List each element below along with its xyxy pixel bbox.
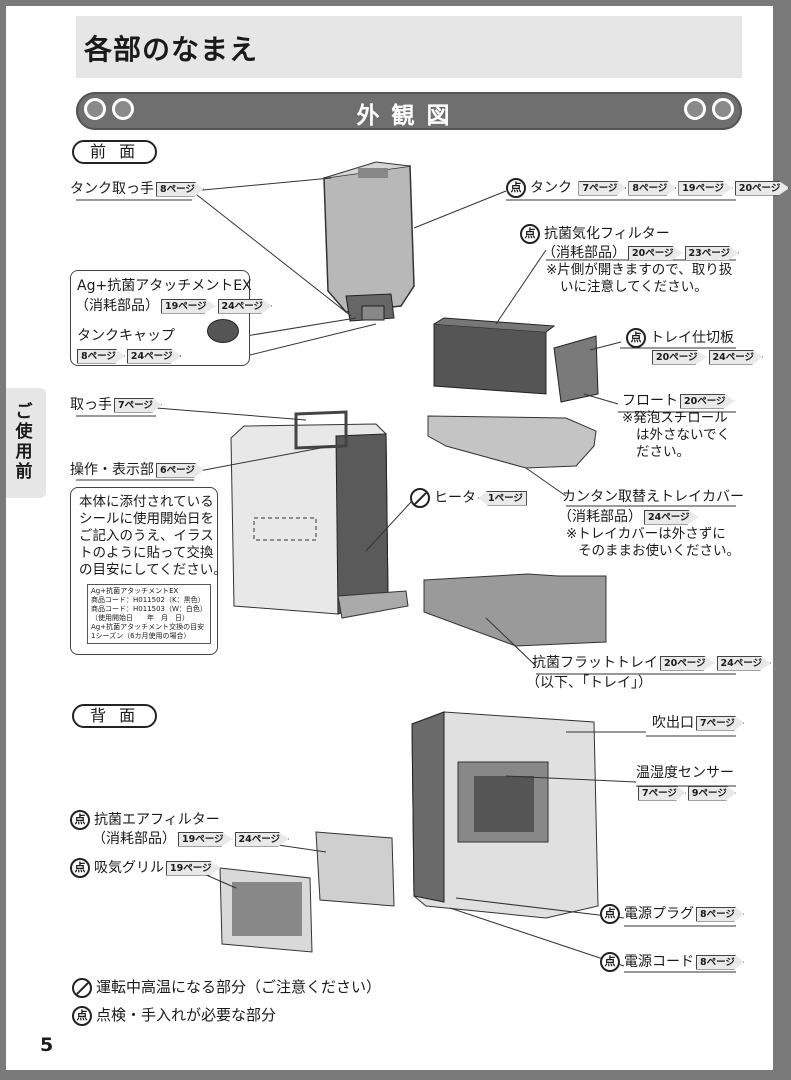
sticker-sample: Ag+抗菌アタッチメントEX 商品コード：H011502（K：黒色） 商品コード… [87, 584, 211, 644]
page-number: 5 [40, 1034, 54, 1056]
air-filter-drawing [315, 831, 395, 907]
flat-tray-drawing [423, 573, 607, 647]
tray-cover-label: カンタン取替えトレイカバー [562, 489, 744, 505]
check-icon: 点 [626, 328, 646, 348]
filter-note-1: ※片側が開きますので、取り扱 [546, 262, 733, 278]
legend-hot: 運転中高温になる部分（ご注意ください） [72, 976, 381, 998]
flat-tray-sub: （以下、「トレイ」） [526, 675, 652, 691]
legend-check: 点点検・手入れが必要な部分 [72, 1004, 276, 1026]
circle-icon [112, 98, 134, 120]
sticker-instruction-box: 本体に添付されている シールに使用開始日を ご記入のうえ、イラス トのように貼っ… [70, 487, 227, 655]
no-touch-icon [72, 977, 92, 998]
tray-cover-sub: （消耗部品）24ページ [558, 508, 699, 526]
tray-divider-label: 点トレイ仕切板 [626, 328, 734, 348]
side-tab: ご使用前 [6, 388, 46, 498]
banner-title: 外観図 [356, 103, 462, 129]
tank-drawing [323, 161, 415, 322]
air-filter-label: 点抗菌エアフィルター [70, 810, 220, 830]
unit-back-drawing [411, 711, 599, 919]
check-icon: 点 [520, 224, 540, 244]
section-banner: 外観図 [76, 92, 742, 130]
no-touch-icon [410, 488, 430, 508]
manual-page: 各部のなまえ 外観図 ご使用前 [6, 6, 790, 1070]
check-icon: 点 [600, 904, 620, 924]
page-title: 各部のなまえ [84, 33, 259, 66]
tray-divider-drawing [553, 335, 599, 403]
check-icon: 点 [70, 810, 90, 830]
page-ref: 8ページ [156, 181, 204, 197]
back-section-label: 背 面 [72, 704, 158, 728]
circle-icon [712, 98, 734, 120]
check-icon: 点 [70, 858, 90, 878]
circle-icon [84, 98, 106, 120]
check-icon: 点 [506, 178, 526, 198]
sensor-label: 温湿度センサー [636, 765, 734, 781]
tray-cover-drawing [427, 415, 597, 469]
filter-drawing [433, 317, 556, 395]
product-illustration [76, 161, 736, 973]
circle-icon [684, 98, 706, 120]
grille-slots [232, 882, 302, 936]
unit-front-drawing [230, 410, 409, 619]
filter-label: 点抗菌気化フィルター [520, 224, 670, 244]
check-icon: 点 [600, 952, 620, 972]
front-section-label: 前 面 [72, 140, 158, 164]
page-header: 各部のなまえ [76, 16, 742, 78]
check-icon: 点 [72, 1005, 92, 1026]
tank-cap-drawing [207, 319, 239, 343]
filter-note-2: いに注意してください。 [560, 279, 708, 295]
